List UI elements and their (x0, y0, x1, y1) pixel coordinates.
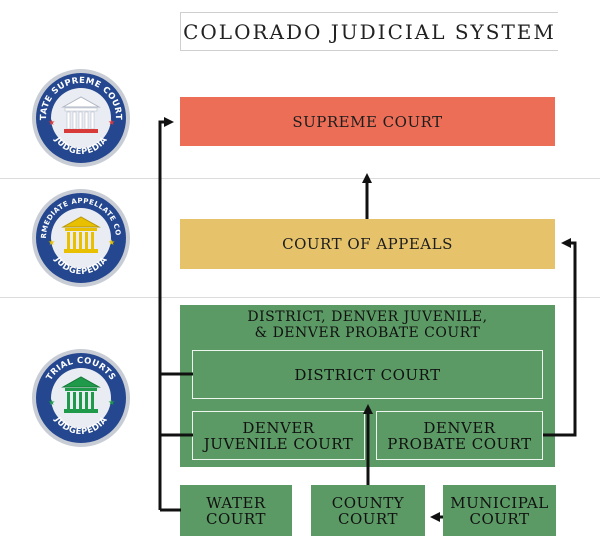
supreme-court-box: Supreme Court (180, 97, 555, 146)
courthouse-icon (61, 376, 101, 413)
courthouse-icon (61, 216, 101, 253)
water-line-1: Water (206, 493, 266, 512)
municipal-line-1: Municipal (450, 493, 549, 512)
probate-line-2: Probate Court (387, 434, 532, 453)
probate-line-1: Denver (423, 418, 496, 437)
courthouse-icon (61, 96, 101, 133)
svg-text:★: ★ (108, 238, 115, 247)
juvenile-line-1: Denver (242, 418, 315, 437)
group-label: District, Denver Juvenile, & Denver Prob… (180, 309, 555, 341)
denver-juvenile-court-box: Denver Juvenile Court (192, 411, 365, 460)
county-court-box: County Court (311, 485, 425, 536)
county-line-2: Court (338, 509, 398, 528)
juvenile-line-2: Juvenile Court (203, 434, 354, 453)
svg-text:★: ★ (48, 398, 55, 407)
intermediate-appellate-courts-badge: INTERMEDIATE APPELLATE COURTS JUDGEPEDIA… (30, 187, 132, 289)
district-court-box: District Court (192, 350, 543, 399)
group-label-line-1: District, Denver Juvenile, (247, 309, 488, 325)
municipal-line-2: Court (469, 509, 530, 528)
water-court-box: Water Court (180, 485, 292, 536)
svg-text:★: ★ (48, 118, 55, 127)
court-of-appeals-box: Court of Appeals (180, 219, 555, 269)
arrow-to-supreme-court (158, 117, 174, 510)
svg-text:★: ★ (48, 238, 55, 247)
svg-text:★: ★ (108, 118, 115, 127)
group-label-line-2: & Denver Probate Court (254, 325, 481, 341)
svg-text:★: ★ (108, 398, 115, 407)
state-supreme-courts-badge: STATE SUPREME COURTS JUDGEPEDIA ★ ★ (30, 67, 132, 169)
tier-divider (0, 178, 600, 179)
water-line-2: Court (206, 509, 266, 528)
page-title: Colorado Judicial System (180, 12, 558, 51)
trial-courts-badge: TRIAL COURTS JUDGEPEDIA ★ ★ (30, 347, 132, 449)
denver-probate-court-box: Denver Probate Court (376, 411, 543, 460)
tier-divider (0, 297, 600, 298)
arrow-probate-to-appeals (543, 238, 577, 437)
county-line-1: County (331, 493, 405, 512)
municipal-court-box: Municipal Court (443, 485, 556, 536)
